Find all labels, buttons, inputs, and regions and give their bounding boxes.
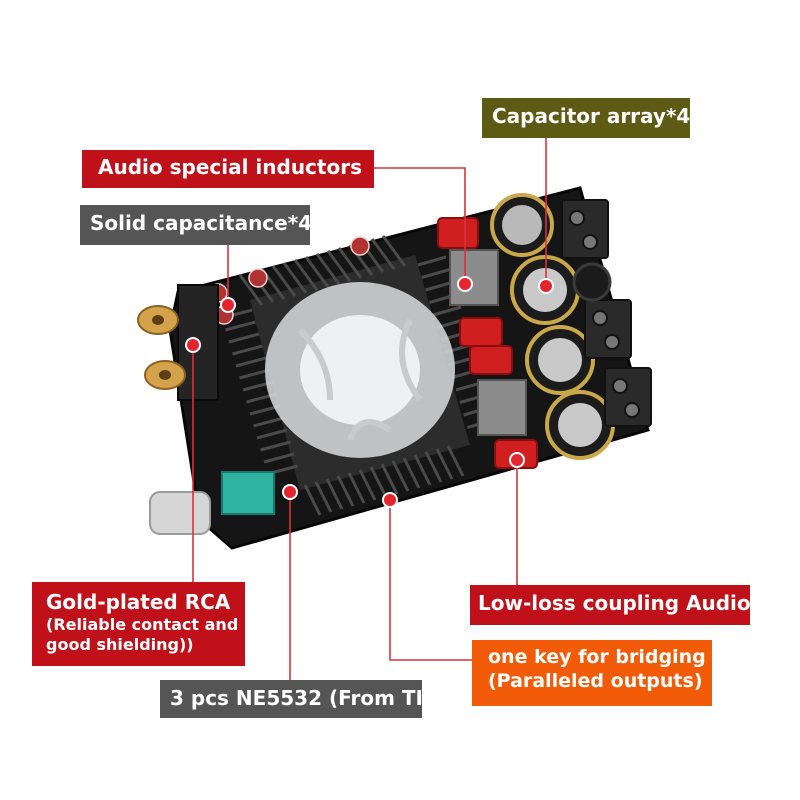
bluetooth-module	[221, 471, 275, 515]
label-line-1: one key for bridging	[488, 646, 706, 668]
label-solid-capacitance: Solid capacitance*4	[80, 205, 313, 245]
label-text: Solid capacitance*4	[90, 211, 313, 235]
label-sub-1: (Reliable contact and	[46, 615, 239, 634]
label-sub-2: good shielding))	[46, 635, 194, 654]
pointer-lines	[192, 138, 547, 680]
label-text: 3 pcs NE5532 (From TI)	[170, 686, 433, 710]
label-line-2: (Paralleled outputs)	[488, 669, 703, 692]
rca-jack-icon	[137, 284, 219, 401]
pot-knob-icon	[572, 262, 612, 302]
label-gold-plated-rca: Gold-plated RCA (Reliable contact and go…	[32, 582, 245, 666]
pointer-dots	[185, 276, 554, 508]
cooling-fan-icon	[265, 282, 455, 458]
terminal-block-icon	[561, 199, 652, 427]
label-title: Gold-plated RCA	[46, 590, 231, 614]
red-film-capacitors	[437, 217, 538, 469]
label-ne5532: 3 pcs NE5532 (From TI)	[160, 680, 433, 718]
volume-knob-icon	[149, 491, 211, 535]
label-text: Audio special inductors	[98, 155, 362, 179]
label-low-loss-coupling: Low-loss coupling Audio	[470, 585, 751, 625]
label-text: Low-loss coupling Audio	[478, 591, 751, 615]
label-text: Capacitor array*4	[492, 104, 691, 128]
inductor-icon	[449, 249, 527, 436]
label-capacitor-array: Capacitor array*4	[482, 98, 690, 138]
label-one-key-bridging: one key for bridging (Paralleled outputs…	[472, 640, 712, 706]
label-audio-inductors: Audio special inductors	[82, 150, 374, 188]
